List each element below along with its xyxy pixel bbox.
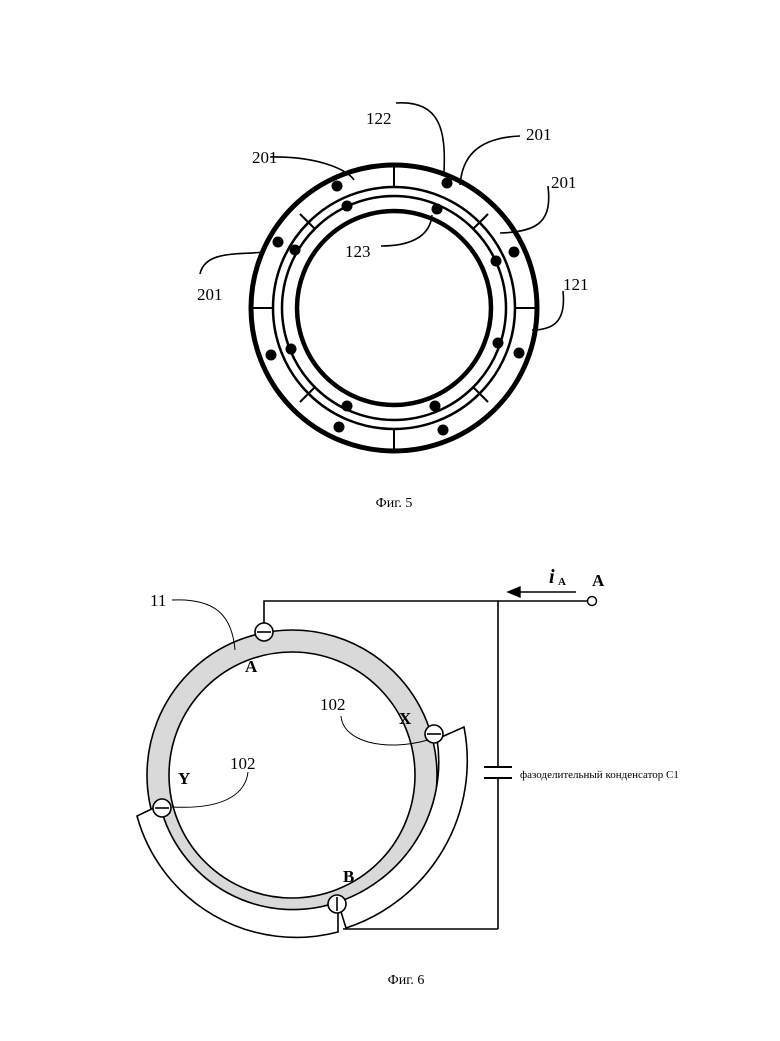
figure-6: 11 A X Y B 102 102 i A A фазоделительный…: [137, 566, 679, 988]
outer-ring: [251, 165, 537, 451]
label-b: B: [343, 867, 354, 886]
label-201-top-right: 201: [526, 125, 552, 144]
label-x: X: [399, 709, 412, 728]
label-y: Y: [178, 769, 190, 788]
label-201-left: 201: [197, 285, 223, 304]
label-11: 11: [150, 591, 166, 610]
label-terminal-a: A: [245, 657, 258, 676]
ring-11-inner-edge: [169, 652, 415, 898]
inner-ring-1: [282, 196, 506, 420]
label-102-x: 102: [320, 695, 346, 714]
figure-6-caption: Фиг. 6: [388, 973, 425, 988]
inner-ring-2: [297, 211, 491, 405]
label-201-right: 201: [551, 173, 577, 192]
label-current-i: i: [549, 566, 555, 588]
sector-yb: [137, 805, 338, 937]
capacitor-c1: [484, 767, 512, 778]
label-102-y: 102: [230, 754, 256, 773]
label-input-a: A: [592, 571, 605, 590]
label-121: 121: [563, 275, 589, 294]
inner-segment-dividers: [300, 214, 488, 402]
figure-5-caption: Фиг. 5: [376, 496, 413, 511]
current-arrow: [508, 587, 576, 597]
label-current-sub: A: [558, 576, 566, 588]
input-terminal: [588, 597, 597, 606]
leader-lines: [200, 103, 563, 330]
label-201-top-left: 201: [252, 148, 278, 167]
label-capacitor: фазоделительный конденсатор С1: [520, 769, 679, 781]
figure-5: 122 201 201 201 201 123 121 Фиг. 5: [197, 103, 589, 511]
label-123: 123: [345, 242, 371, 261]
label-122: 122: [366, 109, 392, 128]
ring-11: [158, 641, 426, 909]
